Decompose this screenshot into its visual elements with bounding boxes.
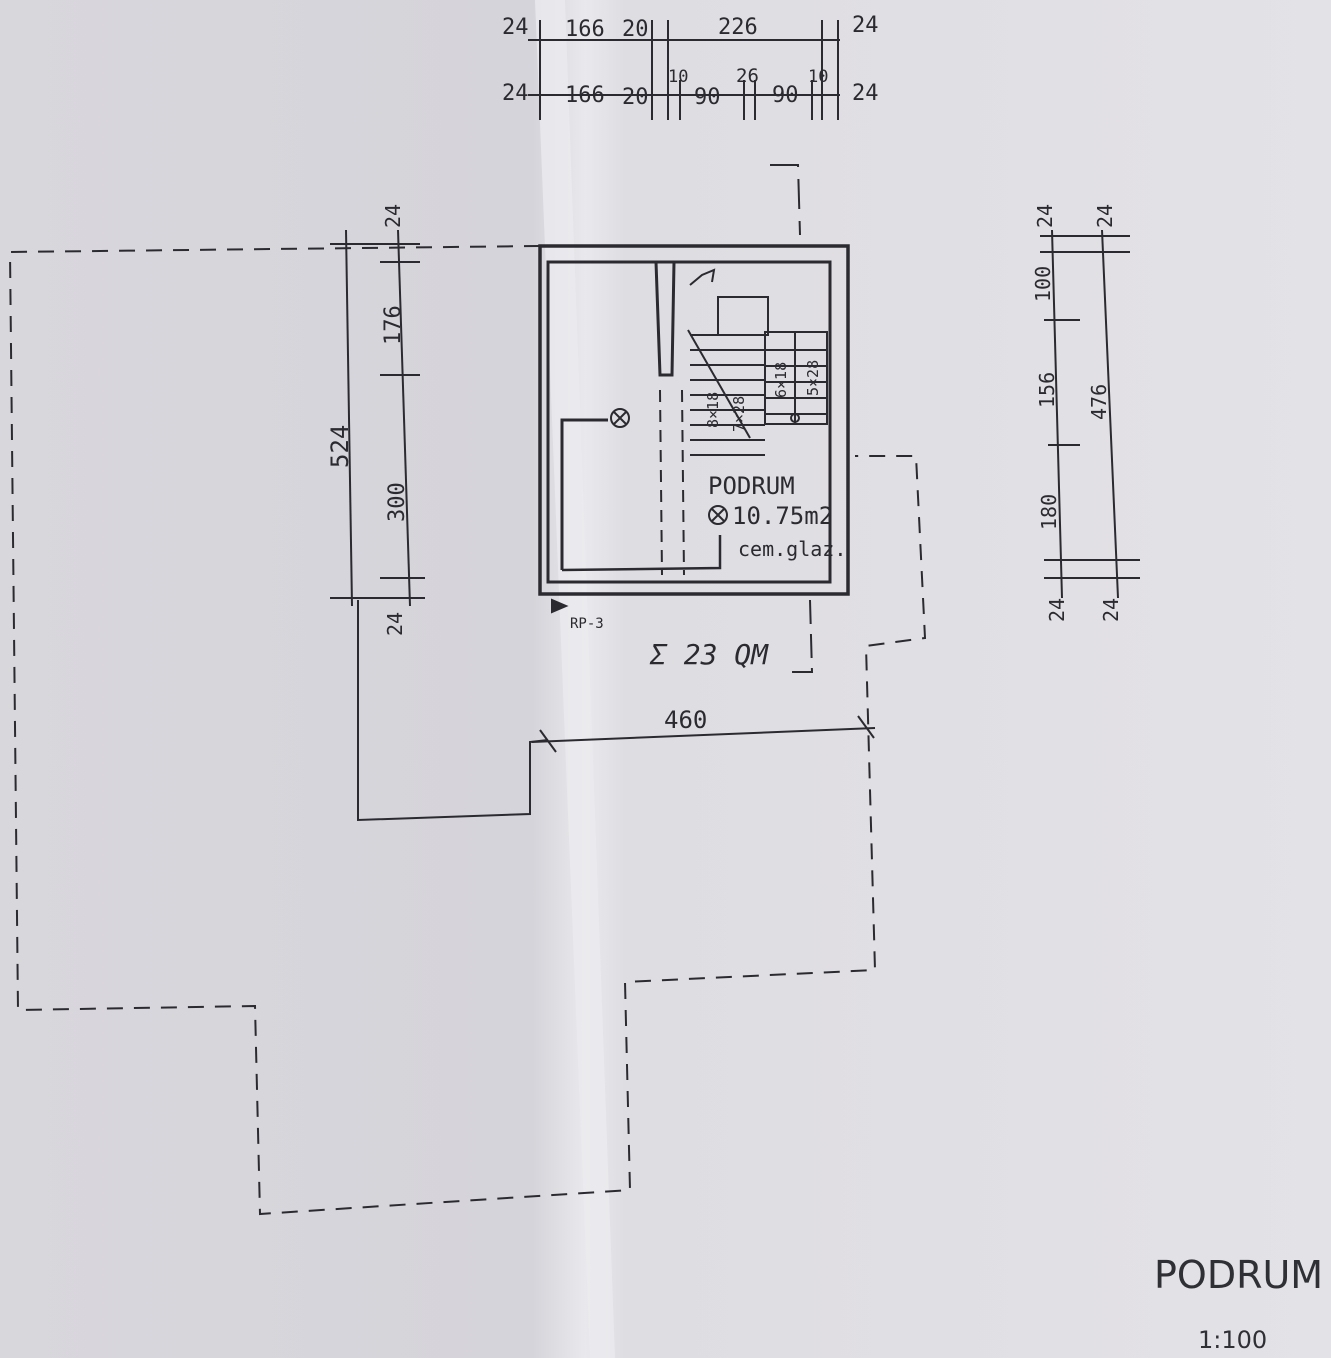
section-mark-label: RP-3 [570,616,604,632]
top-dim-2-9: 24 [852,81,879,106]
basement-outer-wall [538,244,850,596]
dashed-section-line-bottom [785,599,814,673]
stair-run-2b: 5×28 [804,360,822,396]
paper-fold [535,0,615,1358]
right-dim-inner-2: 100 [1031,266,1055,302]
top-dim-2-8: 10 [808,67,828,87]
light-fixture-2 [708,505,728,525]
top-dimension-lines [528,20,840,120]
section-arrow [551,598,569,614]
interior-wall [654,261,676,377]
top-dim-1-1: 24 [502,15,529,40]
top-dim-1-3: 20 [622,17,649,42]
drawing-scale: 1:100 [1198,1326,1267,1354]
top-dim-2-4: 10 [668,67,688,87]
top-dim-2-6: 26 [736,65,759,87]
bottom-dim: 460 [664,706,707,734]
right-dim-outer-1: 24 [1093,204,1117,228]
sum-note: Σ 23 QM [649,638,769,671]
stair-direction-line [687,329,751,439]
right-dim-inner-4: 180 [1037,494,1061,530]
right-dim-inner-3: 156 [1035,372,1059,408]
top-dim-2-7: 90 [772,83,799,108]
stair-run-1b: 7×28 [730,396,748,432]
top-dim-1-2: 166 [565,17,605,42]
right-dim-inner-5: 24 [1045,598,1069,622]
drawing-title: PODRUM [1154,1253,1323,1297]
left-dim-bottom: 24 [383,612,407,636]
left-dim-upper: 176 [381,305,406,345]
left-dimension-lines [330,229,425,607]
room-area: 10.75m2 [732,502,833,530]
left-dim-total: 524 [326,425,354,468]
dashed-section-line [770,164,801,236]
top-dim-2-2: 166 [565,83,605,108]
bottom-dimension-line [531,715,876,753]
stair-run-1a: 8×18 [704,392,722,428]
interior-line [561,535,722,572]
top-dim-1-5: 24 [852,13,879,38]
right-dim-outer-2: 476 [1087,384,1111,420]
light-fixture-1 [610,408,630,428]
room-name: PODRUM [708,472,795,500]
door-swing-mark [689,268,716,286]
right-dim-outer-3: 24 [1099,598,1123,622]
stair-start-dot [790,413,800,423]
room-floor-finish: cem.glaz. [738,537,846,561]
stair-run-2a: 6×18 [772,362,790,398]
top-dim-2-1: 24 [502,81,529,106]
left-dim-top: 24 [381,204,405,228]
top-dim-2-3: 20 [622,85,649,110]
right-dimension-lines [1040,229,1140,599]
room-area-group: 10.75m2 [708,502,833,530]
dashed-opening [659,389,685,576]
left-dim-lower: 300 [385,482,410,522]
basement-inner-wall [546,260,832,584]
top-dim-1-4: 226 [718,15,758,40]
dashed-outline-upper-floor [8,245,927,1216]
top-dim-2-5: 90 [694,85,721,110]
interior-partition [560,418,608,570]
right-dim-inner-1: 24 [1033,204,1057,228]
